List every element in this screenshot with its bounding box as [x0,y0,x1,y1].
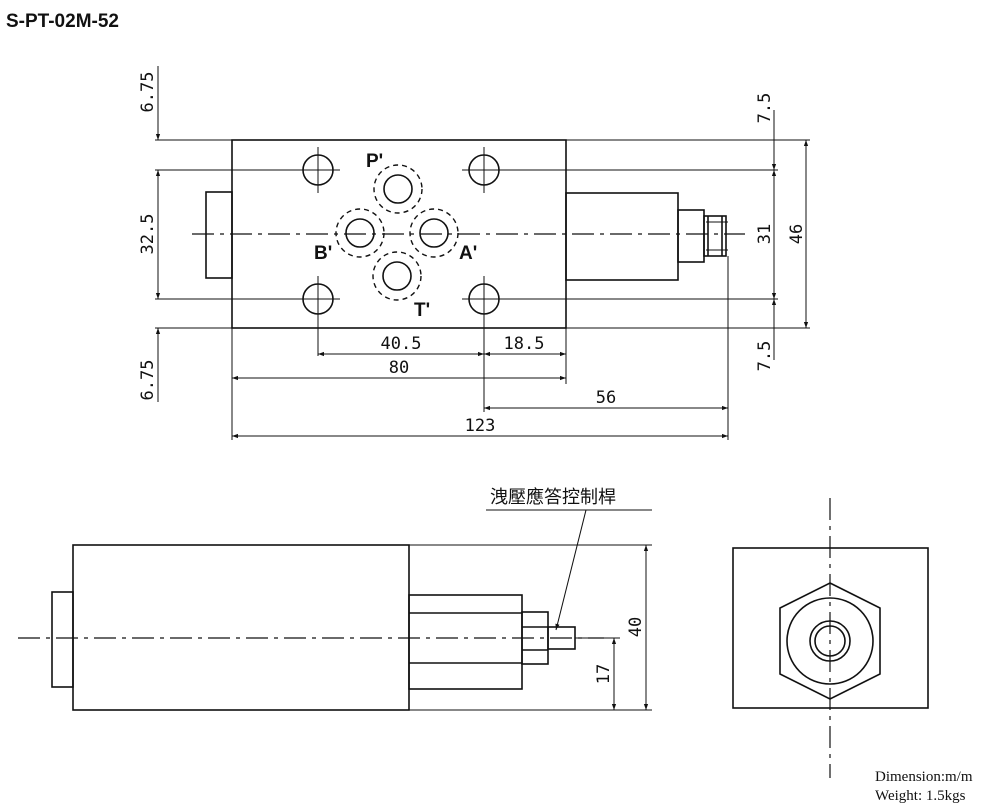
port-a [409,208,459,258]
adjusting-nut [703,215,727,257]
dim-side-height: 40 [626,617,646,637]
weight-note: Weight: 1.5kgs [875,788,966,804]
end-view [732,498,929,778]
dim-bottom-left-offset: 6.75 [138,360,158,401]
nut-flange [677,209,705,263]
port-b [335,208,385,258]
side-housing [408,594,523,690]
dim-right-height: 31 [755,224,775,244]
dimension-unit-note: Dimension:m/m [875,769,973,785]
side-view: 洩壓應答控制桿 40 17 [18,486,652,711]
port-label-a: A' [459,243,477,264]
port-label-b: B' [314,243,332,264]
nut-washer [786,597,874,685]
dim-hole-to-edge: 18.5 [504,334,545,354]
dim-hole-spacing: 40.5 [381,334,422,354]
dim-top-right-offset: 7.5 [755,93,775,124]
dim-hole-to-end: 56 [596,388,616,408]
dim-axis-height: 17 [594,664,614,684]
control-lever-label: 洩壓應答控制桿 [490,486,616,508]
dim-body-length: 80 [389,358,409,378]
side-end-cap [51,591,74,688]
top-view: P' B' A' T' 6.75 32.5 6.75 7.5 31 46 7.5 [138,66,810,440]
leader-line [555,509,587,631]
dim-overall-length: 123 [465,416,496,436]
port-p [373,164,423,214]
left-end-cap [205,191,233,279]
port-label-p: P' [366,151,383,172]
dim-top-left-offset: 6.75 [138,72,158,113]
dim-overall-height: 46 [787,224,807,244]
side-body [72,544,410,711]
port-label-t: T' [414,300,430,321]
right-housing [565,192,679,281]
drawing-title: S-PT-02M-52 [6,11,119,32]
dim-bottom-right-offset: 7.5 [755,341,775,372]
port-t [372,251,422,301]
dim-left-height: 32.5 [138,214,158,255]
